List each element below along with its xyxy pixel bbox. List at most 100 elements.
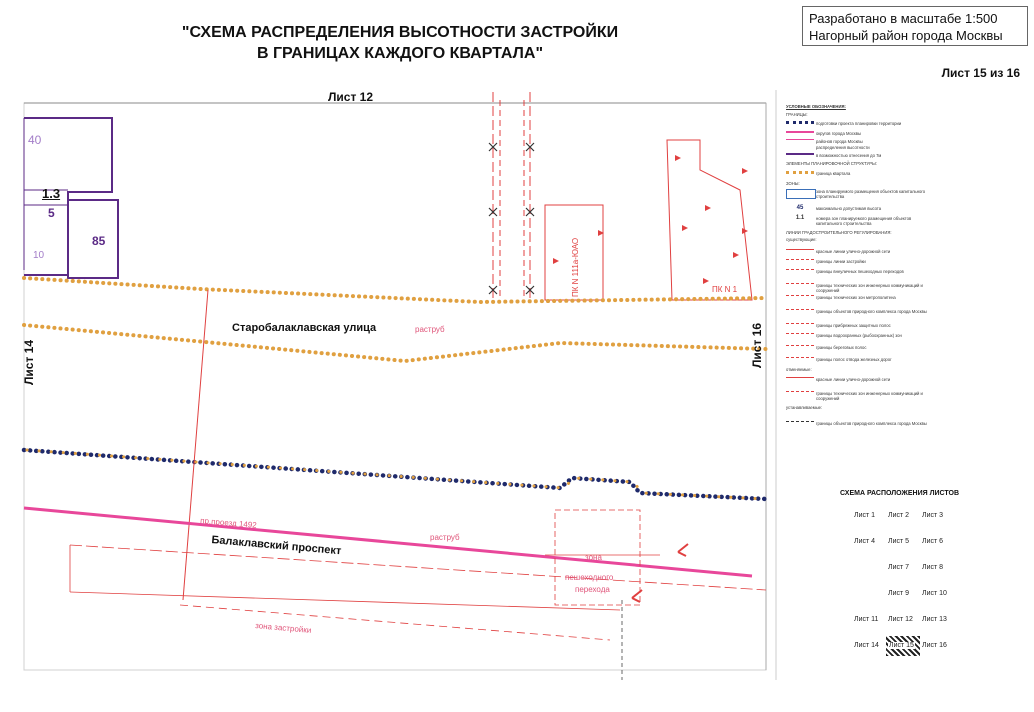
- neighbor-sheet-top: Лист 12: [328, 90, 374, 104]
- legend-item: границы технических зон инженерных комму…: [816, 391, 923, 401]
- legend-symbol: [786, 259, 814, 266]
- sheet-cell: Лист 12: [888, 616, 913, 623]
- zone-label-1: зона: [585, 553, 602, 562]
- map-frame: [23, 102, 767, 671]
- sheet-cell: Лист 13: [922, 616, 947, 623]
- sheet-cell: Лист 8: [922, 564, 944, 571]
- orange-boundary-2: [22, 323, 768, 364]
- legend-symbol: [786, 249, 814, 256]
- legend-title: УСЛОВНЫЕ ОБОЗНАЧЕНИЯ:: [786, 104, 846, 109]
- road-line-3: [179, 604, 611, 641]
- measure-line: [182, 289, 209, 601]
- neighbor-sheet-right: Лист 16: [750, 322, 764, 368]
- sheet-cell: Лист 9: [888, 590, 910, 597]
- scale-text: Разработано в масштабе 1:500: [809, 11, 998, 26]
- legend-item: границы внеуличных пешеходных переходов: [816, 269, 904, 274]
- purple-block-1: [24, 117, 113, 276]
- legend-symbol: [786, 377, 814, 384]
- legend-item: ЭЛЕМЕНТЫ ПЛАНИРОВОЧНОЙ СТРУКТУРЫ:: [786, 161, 877, 166]
- legend-symbol: 45: [796, 205, 804, 211]
- legend-symbol: [786, 345, 814, 352]
- legend-symbol: [786, 139, 814, 146]
- arrow-1: [677, 543, 689, 557]
- arrow-2: [631, 589, 643, 603]
- legend-item: границы линии застройки: [816, 259, 866, 264]
- legend-item: распределения высотности: [816, 145, 870, 150]
- zone-id-5: 5: [48, 206, 55, 220]
- pk-label-1: ПК N 111а-ЮАО: [571, 238, 580, 297]
- legend: УСЛОВНЫЕ ОБОЗНАЧЕНИЯ: ГРАНИЦЫ: подготовк…: [786, 104, 936, 439]
- legend-item: границы технических зон инженерных комму…: [816, 283, 923, 293]
- sheet-cell: Лист 14: [854, 642, 879, 649]
- sheets-scheme: Лист 1 Лист 2 Лист 3 Лист 4 Лист 5 Лист …: [848, 504, 960, 660]
- legend-item: границы технических зон метрополитена: [816, 295, 896, 300]
- legend-symbol: [786, 189, 816, 199]
- sheet-cell: Лист 7: [888, 564, 910, 571]
- legend-item: граница квартала: [816, 171, 851, 176]
- rastrub-label-1: раструб: [415, 325, 445, 334]
- title-line-2: В ГРАНИЦАХ КАЖДОГО КВАРТАЛА": [256, 45, 544, 62]
- sheet-cell: Лист 15: [888, 642, 915, 649]
- purple-block-2: [67, 199, 119, 279]
- orange-accent-boundary: [25, 448, 768, 501]
- pk-label-2: ПК N 1: [712, 285, 738, 294]
- legend-symbol: [786, 131, 814, 139]
- red-triangles: [553, 155, 748, 284]
- legend-item: подготовки проекта планировки территории: [816, 121, 902, 126]
- legend-symbol: [786, 309, 814, 316]
- legend-symbol: [786, 153, 814, 161]
- sheets-scheme-title: СХЕМА РАСПОЛОЖЕНИЯ ЛИСТОВ: [840, 490, 959, 497]
- zone-id-85: 85: [92, 234, 106, 248]
- map-title: "СХЕМА РАСПРЕДЕЛЕНИЯ ВЫСОТНОСТИ ЗАСТРОЙК…: [150, 22, 650, 64]
- legend-item: в возможностью отнесения до 7м: [816, 153, 882, 158]
- zone-id-40: 40: [28, 133, 42, 147]
- legend-item: красные линии улично-дорожной сети: [816, 377, 891, 382]
- zone-zastroiki-label: зона застройки: [255, 621, 312, 635]
- cross-markers: [488, 142, 535, 295]
- legend-symbol: [786, 171, 814, 180]
- legend-item: ЗОНЫ:: [786, 181, 800, 186]
- sheet-cell: Лист 5: [888, 538, 910, 545]
- legend-item: границы объектов природного комплекса го…: [816, 309, 927, 314]
- sheet-cell: Лист 1: [854, 512, 876, 519]
- legend-symbol: [786, 269, 814, 276]
- red-plot: [666, 139, 753, 301]
- sheet-cell: Лист 2: [888, 512, 910, 519]
- legend-item: отменяемые:: [786, 367, 812, 372]
- blue-boundary: [21, 447, 769, 502]
- sheet-cell: Лист 3: [922, 512, 944, 519]
- zone-id-10: 10: [33, 250, 45, 261]
- legend-item: устанавливаемые:: [786, 405, 823, 410]
- sheet-number: Лист 15 из 16: [941, 66, 1020, 80]
- legend-symbol: [786, 391, 814, 398]
- legend-item: ГРАНИЦЫ:: [786, 112, 808, 117]
- sheet-cell: Лист 16: [922, 642, 947, 649]
- legend-item: районов города Москвы: [816, 139, 863, 144]
- legend-symbol: [786, 121, 814, 130]
- legend-item: границы объектов природного комплекса го…: [816, 421, 927, 426]
- legend-symbol: [786, 295, 814, 302]
- rastrub-label-2: раструб: [430, 533, 460, 542]
- street-starobalaklavskaya: Старобалаклавская улица: [232, 322, 377, 334]
- title-line-1: "СХЕМА РАСПРЕДЕЛЕНИЯ ВЫСОТНОСТИ ЗАСТРОЙК…: [181, 24, 619, 41]
- road-line-1: [69, 544, 767, 591]
- sheet-cell: Лист 4: [854, 538, 876, 545]
- neighbor-sheet-left: Лист 14: [22, 339, 36, 385]
- legend-item: номера зон планируемого размещения объек…: [816, 216, 912, 226]
- legend-item: границы водоохранных (рыбоохранных) зон: [816, 333, 902, 338]
- legend-item: красные линии улично-дорожной сети: [816, 249, 891, 254]
- legend-symbol: [786, 357, 814, 364]
- legend-item: зона планируемого размещения объектов ка…: [816, 189, 926, 199]
- legend-symbol: [786, 323, 814, 330]
- legend-item: границы береговых полос: [816, 345, 867, 350]
- district-text: Нагорный район города Москвы: [809, 28, 1003, 43]
- sheet-cell: Лист 6: [922, 538, 944, 545]
- legend-item: максимально допустимая высота: [816, 206, 882, 211]
- legend-symbol: [786, 333, 814, 340]
- zone-id-1-3: 1.3: [42, 186, 61, 201]
- legend-item: границы прибрежных защитных полос: [816, 323, 891, 328]
- legend-item: ЛИНИИ ГРАДОСТРОИТЕЛЬНОГО РЕГУЛИРОВАНИЯ:: [786, 230, 892, 235]
- legend-symbol: [786, 283, 814, 290]
- legend-item: границы полос отвода железных дорог: [816, 357, 892, 362]
